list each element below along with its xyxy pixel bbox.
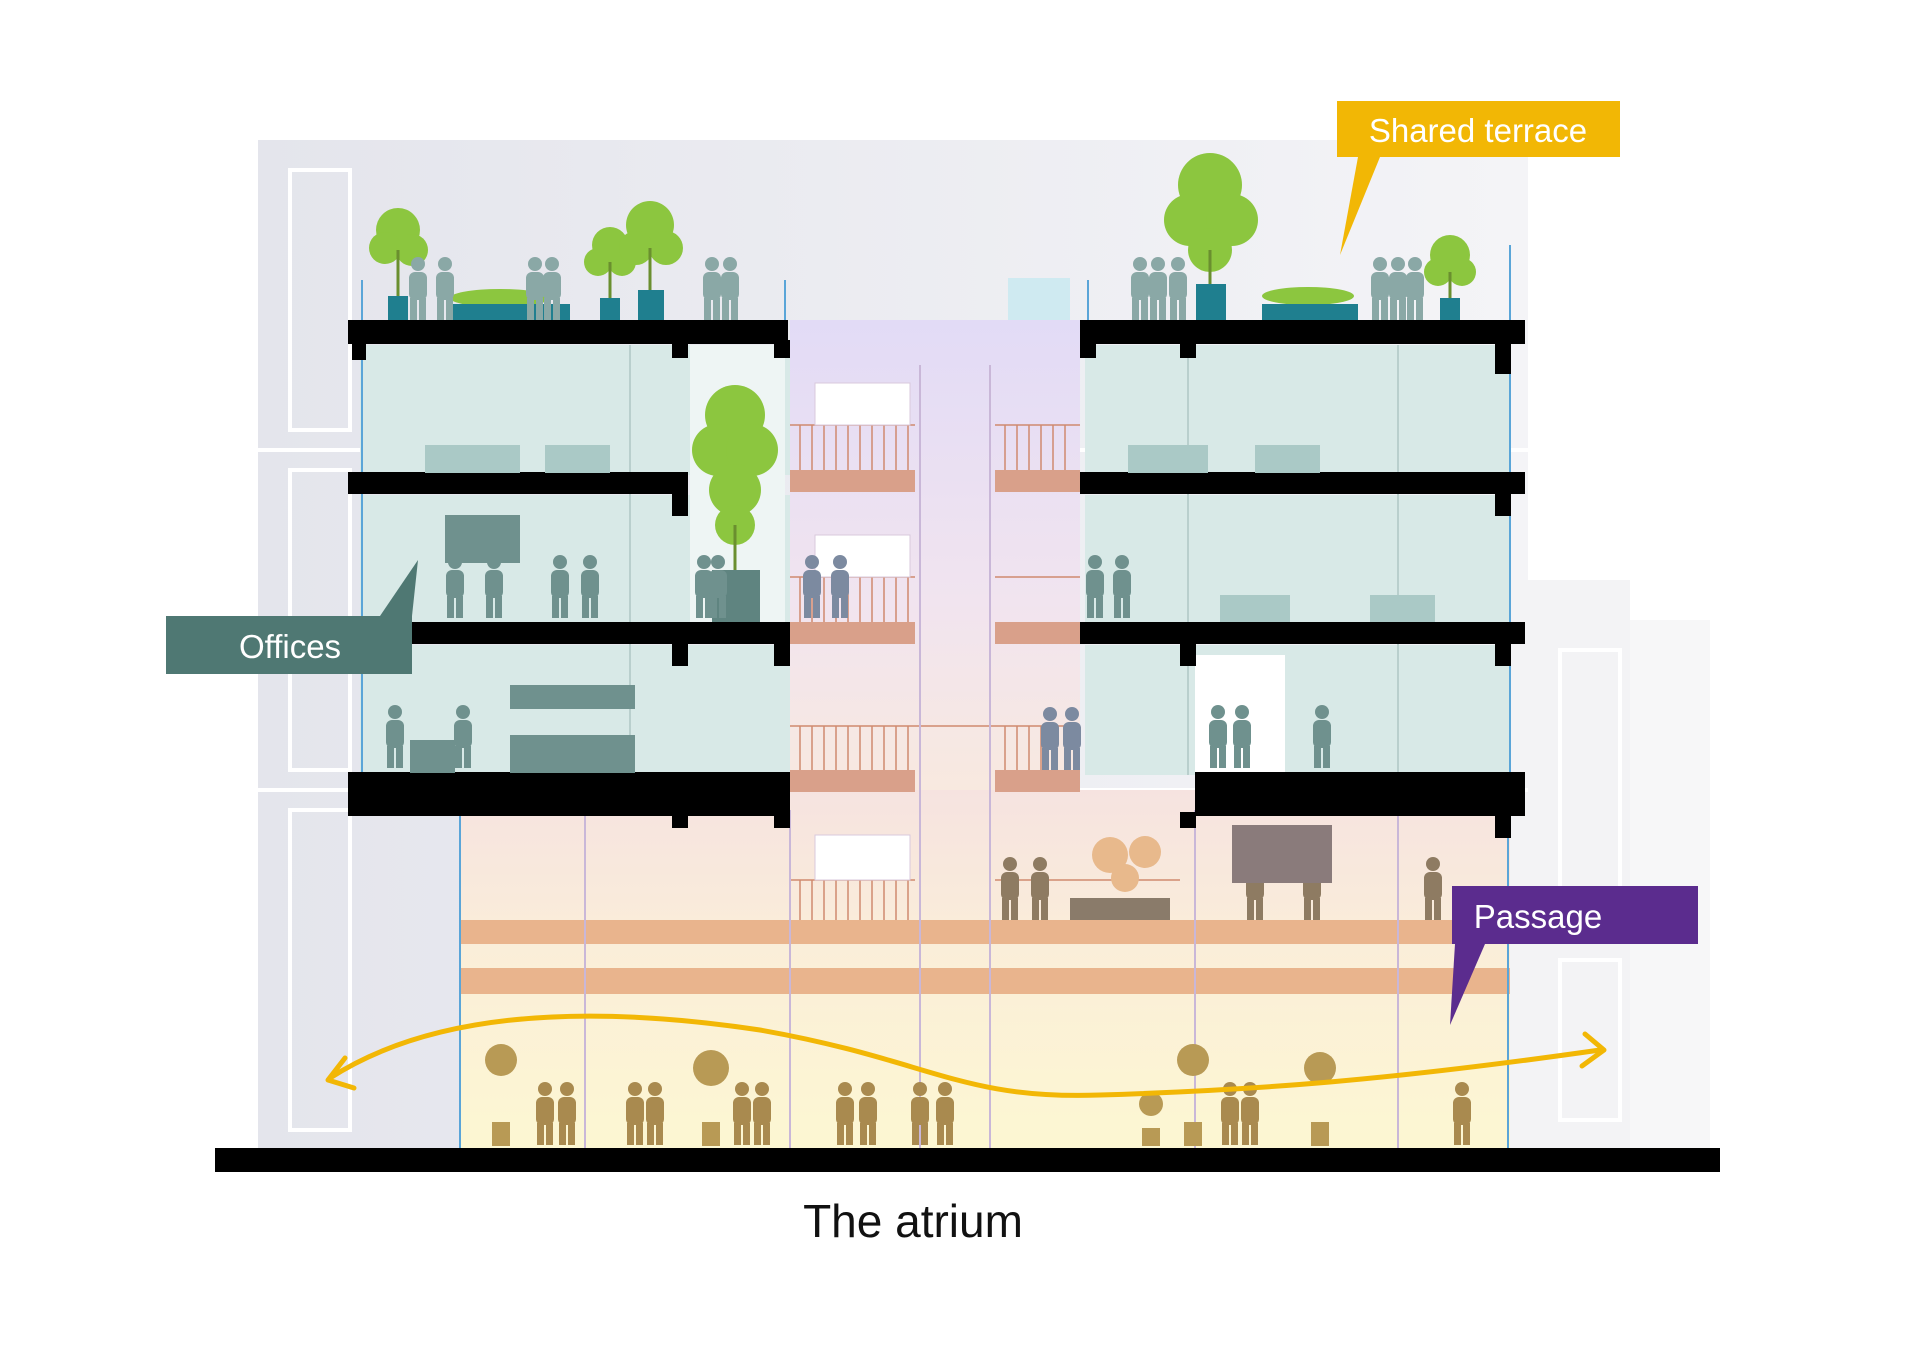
upper-ground-figures bbox=[1001, 825, 1442, 920]
passage-callout: Passage bbox=[1450, 886, 1698, 1025]
passage-figures bbox=[485, 1044, 1471, 1146]
offices-label: Offices bbox=[239, 628, 341, 665]
shared-terrace-label: Shared terrace bbox=[1369, 112, 1587, 149]
diagram-caption: The atrium bbox=[803, 1195, 1023, 1247]
terrace-balustrade bbox=[1008, 278, 1070, 320]
double-arrow-icon bbox=[325, 1013, 1607, 1098]
shared-terrace-callout: Shared terrace bbox=[1337, 101, 1620, 255]
passage-label: Passage bbox=[1474, 898, 1602, 935]
office-figures bbox=[386, 445, 1435, 773]
atrium-void bbox=[460, 320, 1510, 1150]
offices-callout: Offices bbox=[166, 560, 418, 674]
floor-slabs bbox=[215, 320, 1720, 1172]
tree-icon bbox=[369, 153, 1476, 570]
